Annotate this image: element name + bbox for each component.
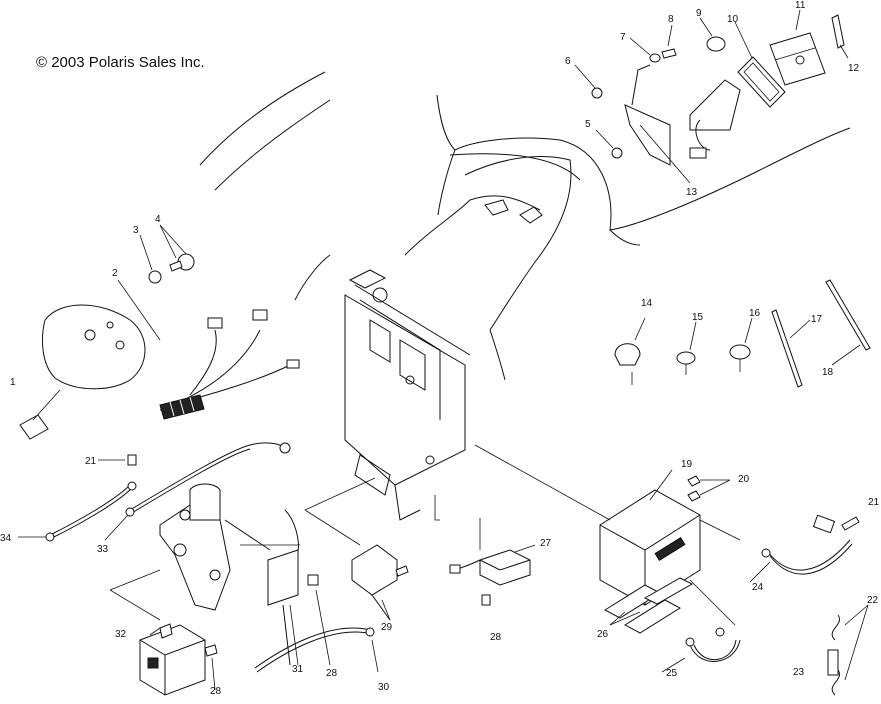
callout-28-coil: 28 [326,668,338,679]
reference-lines [109,444,741,626]
part-21-bolt-left [98,454,137,466]
part-16-clip [729,317,753,372]
callout-25: 25 [666,668,678,679]
callout-29: 29 [381,622,393,633]
part-19-battery [599,469,701,606]
callout-16: 16 [749,308,761,319]
part-11-lens [769,9,826,86]
part-28-bolt-cdi [204,644,218,691]
callout-13: 13 [686,187,698,198]
part-28-bolt-module [481,594,491,606]
part-30-spark-plug-wire [254,627,379,673]
part-21-bolt-right [841,516,860,531]
callout-3: 3 [133,225,139,236]
callout-4: 4 [155,214,161,225]
callout-20: 20 [738,474,750,485]
part-22-23-clips [827,604,869,696]
part-17-cable-tie [771,309,811,388]
callout-27: 27 [540,538,552,549]
copyright-notice: © 2003 Polaris Sales Inc. [36,54,205,71]
callout-33: 33 [97,544,109,555]
part-28-bolt-coil [307,574,331,666]
callout-19: 19 [681,459,693,470]
callout-10: 10 [727,14,739,25]
callout-1: 1 [10,377,16,388]
body-outline [199,71,851,381]
callout-30: 30 [378,682,390,693]
part-15-clip [676,321,697,375]
part-29-relay [351,544,398,621]
part-wiring-harness [159,309,300,420]
part-4-grommet [159,224,195,272]
callout-28-module: 28 [490,632,502,643]
part-26-battery-pads [604,577,694,634]
part-18-cable-tie [825,279,871,366]
callout-2: 2 [112,268,118,279]
callout-6: 6 [565,56,571,67]
callout-21-left: 21 [85,456,97,467]
part-8-screw [661,24,677,59]
callout-26: 26 [597,629,609,640]
part-7-washer [629,37,661,63]
callout-5: 5 [585,119,591,130]
part-27-module [449,544,536,586]
part-cdi-bracket [159,483,271,611]
part-32-cdi-module [139,623,206,696]
part-3-nut [139,234,162,284]
frame [344,269,471,521]
part-9-bulb [699,17,726,52]
part-10-gasket [734,21,786,108]
part-28-bolt-relay [395,565,409,577]
callout-14: 14 [641,298,653,309]
callout-9: 9 [696,8,702,19]
callout-17: 17 [811,314,823,325]
part-14-clip [614,317,646,385]
part-6-nut [574,64,603,99]
callout-34: 34 [0,533,12,544]
callout-23: 23 [793,667,805,678]
callout-24: 24 [752,582,764,593]
callout-31: 31 [292,664,304,675]
callout-32: 32 [115,629,127,640]
callout-18: 18 [822,367,834,378]
part-5-nut [595,129,623,159]
callout-11: 11 [795,0,806,11]
part-34-ground-cable [18,481,137,542]
callout-8: 8 [668,14,674,25]
part-25-battery-cable [661,627,741,673]
callout-28-cdi: 28 [210,686,222,697]
part-1-bulb-socket [19,389,61,440]
part-33-ground-cable [104,442,291,541]
callout-7: 7 [620,32,626,43]
part-20-terminal-bolt [687,475,731,502]
part-24-battery-cable [749,514,853,583]
part-13-taillight-bracket [624,64,741,184]
part-2-headlight-housing [41,279,161,390]
callout-21-right: 21 [868,497,880,508]
callout-12: 12 [848,63,860,74]
callout-15: 15 [692,312,704,323]
part-31-ignition-coil [267,509,299,666]
part-12-screw [831,14,849,59]
callout-22: 22 [867,595,879,606]
